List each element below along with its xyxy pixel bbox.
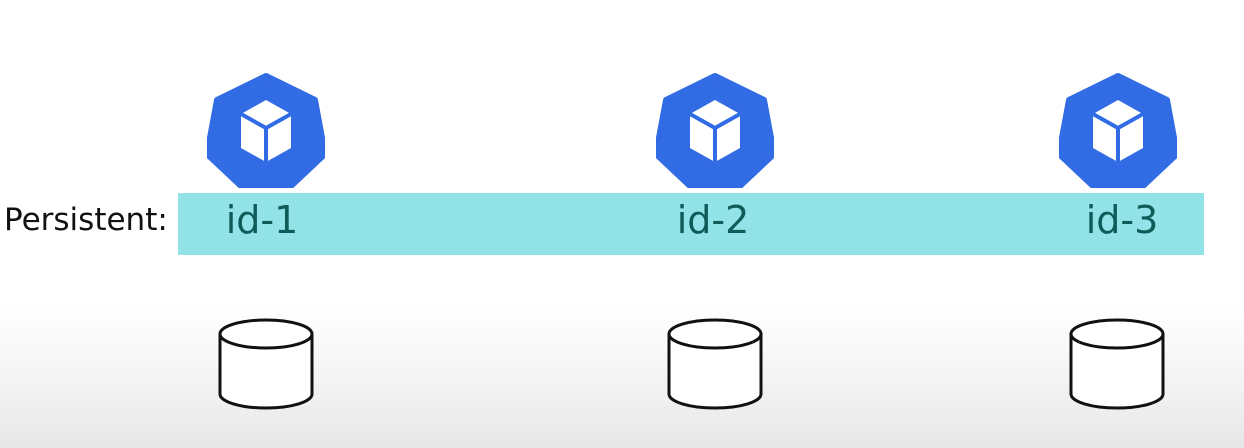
kubernetes-pod-icon	[207, 73, 325, 188]
database-cylinder-icon	[1069, 318, 1165, 410]
kubernetes-pod-icon	[1059, 73, 1177, 188]
kubernetes-pod-icon	[656, 73, 774, 188]
database-cylinder-icon	[667, 318, 763, 410]
pod-id-label: id-1	[225, 198, 299, 242]
persistent-id-band	[178, 193, 1204, 255]
persistent-label: Persistent:	[4, 202, 168, 238]
pod-id-label: id-3	[1085, 198, 1159, 242]
database-cylinder-icon	[218, 318, 314, 410]
pod-id-label: id-2	[676, 198, 750, 242]
